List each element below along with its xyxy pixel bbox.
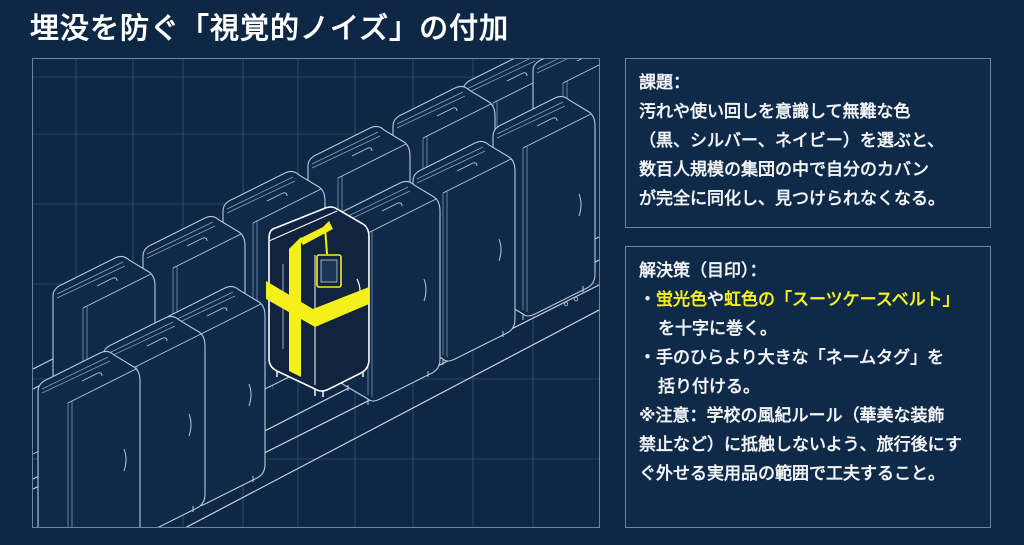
solution-heading: 解決策（目印）：	[639, 261, 767, 281]
solution-bullet-belt-cont: を十字に巻く。	[658, 319, 777, 339]
illustration-conveyor-suitcases	[32, 58, 600, 528]
problem-heading: 課題：	[639, 73, 690, 93]
problem-text-line: が完全に同化し、見つけられなくなる。	[639, 189, 945, 209]
highlight-suitcase-belt: 虹色の「スーツケースベルト」	[724, 290, 960, 310]
solution-bullet-nametag: ・手のひらより大きな「ネームタグ」を	[639, 344, 978, 373]
page-title: 埋没を防ぐ「視覚的ノイズ」の付加	[30, 11, 510, 45]
problem-text-line: 汚れや使い回しを意識して無難な色	[639, 102, 911, 122]
note-line: ぐ外せる実用品の範囲で工夫すること。	[639, 464, 945, 484]
solution-panel: 解決策（目印）： ・蛍光色や虹色の「スーツケースベルト」 を十字に巻く。 ・手の…	[625, 246, 991, 528]
problem-text-line: 数百人規模の集団の中で自分のカバン	[639, 160, 929, 180]
solution-bullet-nametag-cont: 括り付ける。	[658, 377, 760, 397]
solution-bullet-belt: ・蛍光色や虹色の「スーツケースベルト」	[639, 286, 978, 315]
problem-text-line: （黒、シルバー、ネイビー）を選ぶと、	[639, 131, 945, 151]
name-tag	[316, 226, 342, 288]
note-line: 禁止など）に抵触しないよう、旅行後にす	[639, 435, 962, 455]
bullet-marker: ・	[639, 290, 656, 310]
suitcase-belt-horizontal	[266, 281, 369, 327]
note-line: ※注意：学校の風紀ルール（華美な装飾	[639, 406, 945, 426]
bullet-text: 手のひらより大きな「ネームタグ」を	[656, 348, 945, 368]
highlighted-suitcase	[266, 206, 370, 397]
highlight-fluorescent: 蛍光色	[656, 290, 707, 310]
bullet-marker: ・	[639, 348, 656, 368]
problem-panel: 課題： 汚れや使い回しを意識して無難な色 （黒、シルバー、ネイビー）を選ぶと、 …	[625, 58, 991, 228]
connector-text: や	[707, 290, 724, 310]
